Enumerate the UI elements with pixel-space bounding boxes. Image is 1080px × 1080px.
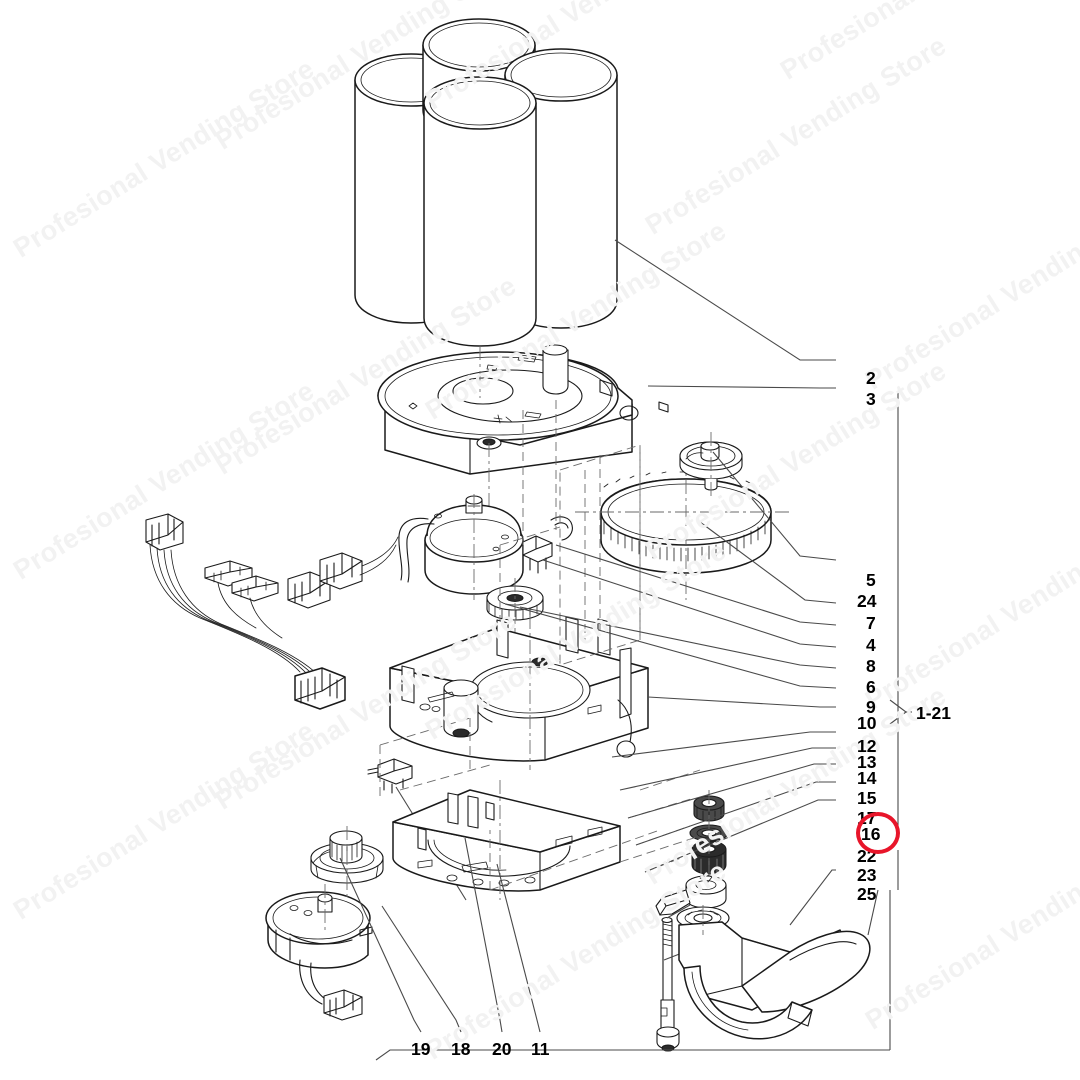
group-bracket-1-21 (889, 392, 912, 1050)
part-label-11[interactable]: 11 (531, 1039, 550, 1059)
drive-motor-upper-group (398, 494, 524, 600)
part-label-5[interactable]: 5 (866, 570, 876, 590)
part-label-22[interactable]: 22 (857, 846, 877, 866)
part-label-6[interactable]: 6 (866, 677, 876, 697)
part-label-3[interactable]: 3 (866, 389, 876, 409)
canister-base-plate-group (377, 344, 669, 610)
mixing-bowl-chute-group (676, 905, 871, 1040)
part-label-23[interactable]: 23 (857, 865, 877, 885)
housing-upper-group (389, 615, 649, 770)
housing-lower-group (392, 780, 621, 900)
pulley-cap-group (679, 432, 743, 500)
leader-lines-right (504, 239, 879, 936)
canister-cluster-group (354, 18, 618, 347)
part-label-9[interactable]: 9 (866, 697, 876, 717)
drive-motor-lower-group (265, 884, 373, 1021)
part-label-2[interactable]: 2 (866, 368, 876, 388)
cam-lever-group (655, 873, 727, 916)
part-label-10[interactable]: 10 (857, 713, 877, 733)
whipper-shaft-group (656, 904, 701, 1052)
part-label-4[interactable]: 4 (866, 635, 876, 655)
ring-gear-group (575, 455, 790, 600)
part-label-24[interactable]: 24 (857, 591, 877, 611)
part-label-19[interactable]: 19 (411, 1039, 431, 1059)
part-label-16[interactable]: 16 (861, 824, 881, 844)
motor-pinion-gear-group (486, 578, 544, 632)
microswitch-upper-group (522, 516, 573, 574)
part-label-7[interactable]: 7 (866, 613, 876, 633)
part-label-25[interactable]: 25 (857, 884, 877, 904)
group-label-1-21: 1-21 (916, 703, 952, 723)
leader-lines-bottom (339, 837, 890, 1061)
part-label-13[interactable]: 13 (857, 752, 877, 772)
part-label-12[interactable]: 12 (857, 736, 877, 756)
motor-coupling-group (310, 826, 384, 900)
wiring-harness-group (145, 513, 399, 710)
part-label-18[interactable]: 18 (451, 1039, 471, 1059)
part-label-20[interactable]: 20 (492, 1039, 512, 1059)
part-label-15[interactable]: 15 (857, 788, 877, 808)
part-label-14[interactable]: 14 (857, 768, 877, 788)
part-label-8[interactable]: 8 (866, 656, 876, 676)
